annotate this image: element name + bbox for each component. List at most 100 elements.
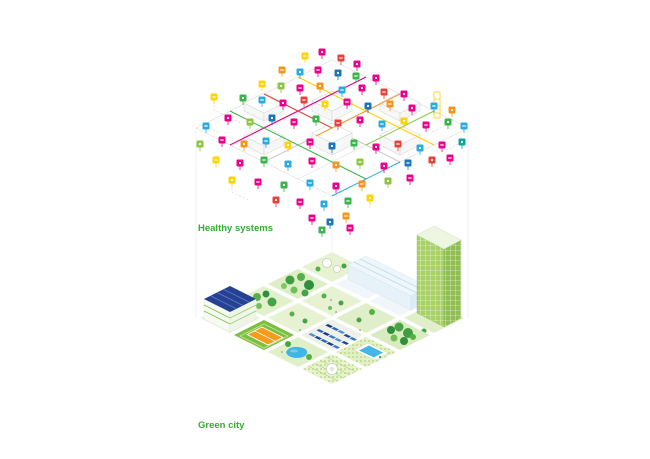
marker-glyph — [440, 144, 444, 146]
marker-glyph — [318, 84, 322, 88]
tree — [341, 263, 347, 269]
tennis-court — [234, 320, 294, 350]
green-city-label: Green city — [198, 420, 245, 431]
green-city-layer: Green city — [198, 225, 464, 431]
system-marker — [356, 116, 364, 127]
marker-glyph — [292, 121, 296, 123]
marker-glyph — [198, 142, 202, 146]
marker-glyph — [344, 215, 348, 217]
system-marker — [430, 102, 438, 113]
marker-glyph — [302, 99, 306, 101]
person — [281, 351, 283, 353]
city-block-lawn-center — [302, 286, 362, 316]
tree — [304, 280, 314, 290]
route-red — [263, 93, 333, 129]
marker-glyph — [322, 202, 326, 206]
marker-glyph — [406, 162, 410, 164]
system-marker — [358, 84, 366, 95]
system-marker — [444, 118, 452, 129]
tree — [390, 334, 398, 342]
system-marker — [400, 117, 408, 128]
tower-right-face — [443, 239, 462, 328]
system-marker — [448, 106, 456, 117]
tree — [321, 293, 327, 299]
system-marker — [334, 69, 342, 80]
system-marker — [318, 48, 326, 59]
marker-glyph — [303, 55, 307, 57]
system-marker — [278, 66, 286, 77]
system-marker — [352, 72, 360, 83]
marker-glyph — [242, 142, 246, 146]
tree — [387, 326, 395, 334]
tree — [285, 275, 295, 285]
marker-glyph — [358, 118, 362, 122]
solar-roof-building — [200, 286, 260, 333]
system-marker — [386, 100, 394, 111]
marker-glyph — [340, 89, 344, 91]
marker-glyph — [220, 139, 224, 141]
tree — [281, 283, 287, 289]
system-marker — [308, 214, 316, 225]
tree — [315, 266, 321, 272]
system-marker — [296, 68, 304, 79]
marker-glyph — [248, 121, 252, 123]
marker-glyph — [316, 69, 320, 71]
system-marker — [306, 179, 314, 190]
tree — [338, 300, 344, 306]
marker-glyph — [374, 76, 378, 80]
ghost-building — [243, 125, 285, 156]
tree — [356, 317, 362, 323]
marker-glyph — [260, 99, 264, 101]
system-marker — [353, 60, 361, 71]
people-dots — [281, 299, 361, 353]
marker-glyph — [286, 143, 290, 147]
marker-glyph — [446, 120, 450, 124]
marker-glyph — [355, 62, 359, 66]
system-marker — [314, 66, 322, 77]
marker-glyph — [320, 228, 324, 232]
system-marker — [334, 119, 342, 130]
marker-glyph — [280, 69, 284, 71]
marker-glyph — [314, 117, 318, 121]
person — [299, 329, 301, 331]
system-marker — [356, 158, 364, 169]
city-block-lawn-west — [268, 303, 328, 333]
marker-glyph — [262, 159, 266, 161]
marker-glyph — [336, 71, 340, 75]
tree — [306, 354, 312, 360]
swimming-pool — [359, 345, 383, 358]
system-marker — [212, 156, 220, 167]
system-marker — [384, 177, 392, 188]
marker-glyph — [282, 183, 286, 187]
marker-glyph — [212, 96, 216, 98]
marker-glyph — [281, 101, 285, 105]
system-marker — [404, 159, 412, 170]
pool-ladder — [379, 356, 381, 358]
city-block-forest-east — [370, 320, 430, 350]
marker-glyph — [334, 184, 338, 188]
marker-glyph — [320, 50, 324, 54]
system-marker — [316, 82, 324, 93]
tree — [302, 318, 308, 324]
marker-glyph — [388, 103, 392, 105]
marker-glyph — [339, 57, 343, 59]
city-block-park-tanks — [302, 252, 362, 282]
system-marker — [408, 104, 416, 115]
water-tank — [333, 265, 341, 273]
city-block-lawn-east — [336, 303, 396, 333]
system-marker — [239, 94, 247, 105]
marker-glyph — [238, 161, 242, 165]
system-marker — [312, 115, 320, 126]
marker-glyph — [323, 102, 327, 106]
system-marker — [372, 74, 380, 85]
marker-glyph — [360, 183, 364, 185]
marker-glyph — [410, 106, 414, 110]
green-terrace-stripes — [203, 304, 231, 325]
marker-glyph — [286, 162, 290, 166]
marker-glyph — [328, 220, 332, 224]
system-marker — [258, 80, 266, 91]
pond — [286, 346, 308, 358]
marker-glyph — [354, 75, 358, 77]
tree — [262, 290, 270, 298]
